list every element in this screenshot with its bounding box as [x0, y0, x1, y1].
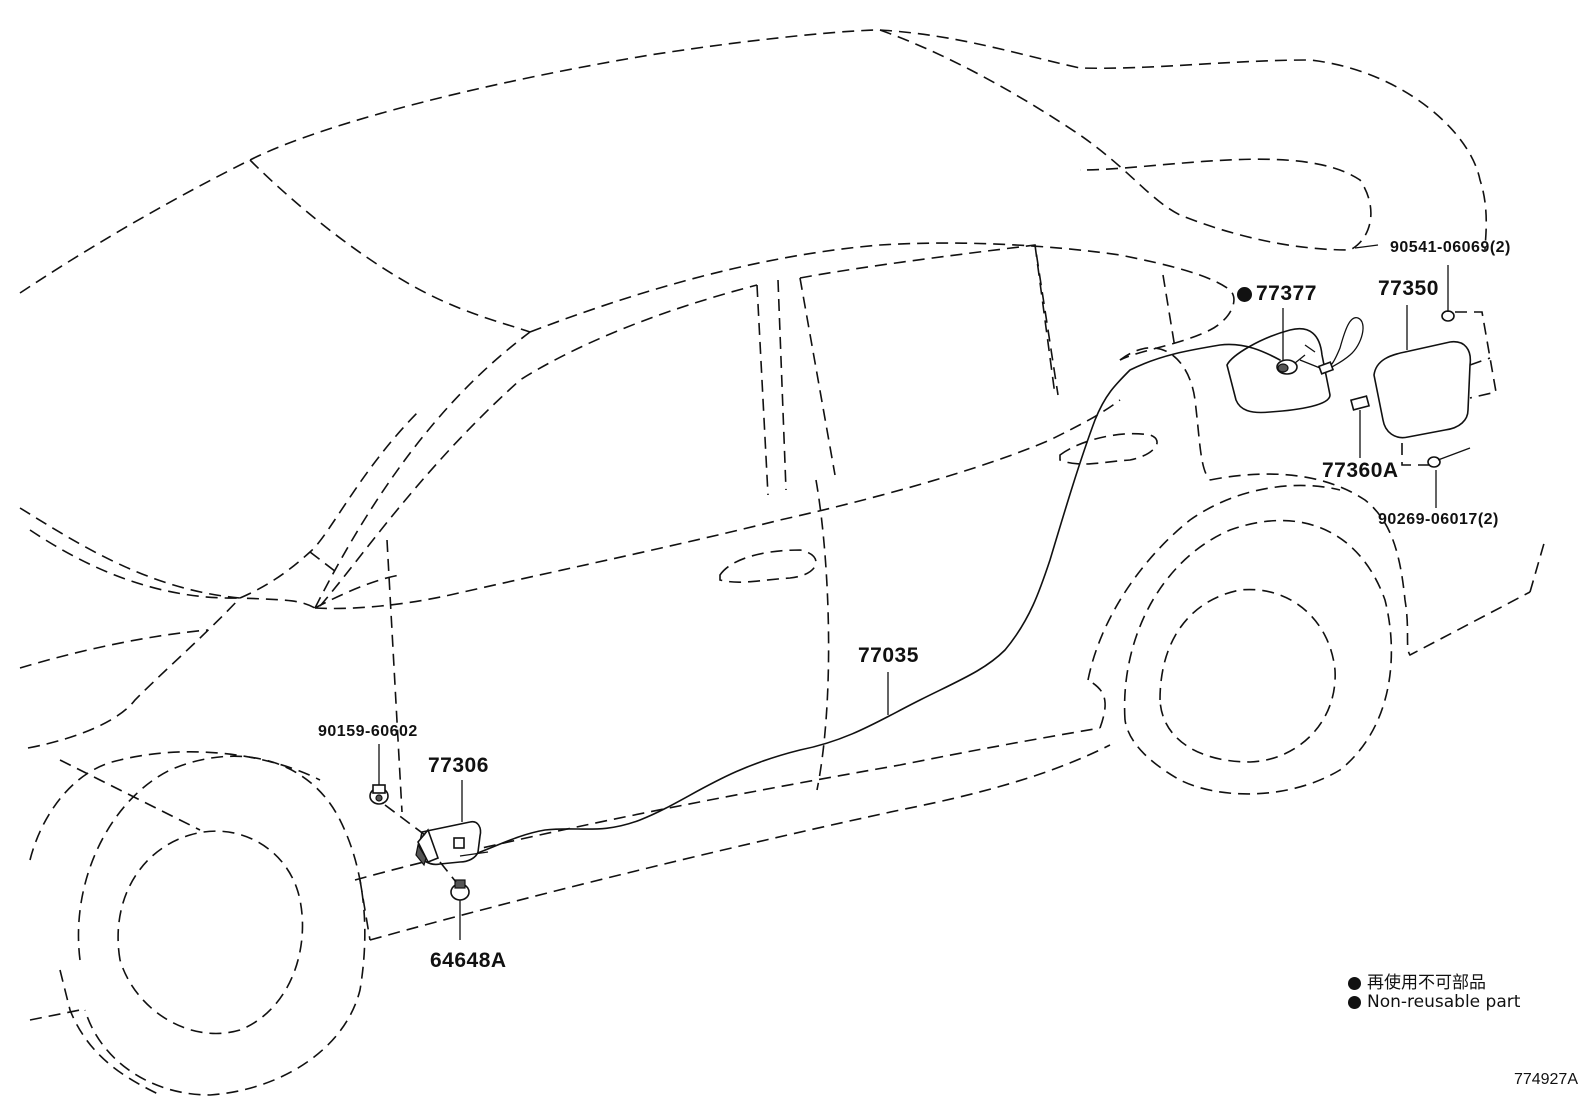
fuel-lid-panel [1373, 340, 1472, 439]
non-reusable-dot-icon [1237, 286, 1252, 302]
rivet-90269 [1427, 447, 1471, 468]
callout-77377: 77377 [1237, 283, 1317, 304]
callout-64648A: 64648A [430, 949, 507, 972]
callout-77306: 77306 [428, 754, 489, 777]
cushion-77360A [1349, 395, 1371, 411]
clip-90541 [1441, 305, 1455, 322]
fuel-lid-opener-cable [457, 317, 1364, 861]
leader-lines [378, 244, 1449, 940]
callout-77350: 77350 [1378, 277, 1439, 300]
fuel-lid-lock-part [1276, 354, 1306, 375]
figure-id: 774927A [1513, 1071, 1578, 1088]
callout-77377-text: 77377 [1256, 282, 1317, 305]
assembly-guides-lever [384, 804, 457, 883]
legend-dot-icon [1348, 976, 1361, 990]
legend-item-ja: 再使用不可部品 [1348, 968, 1486, 993]
legend-dot-icon [1348, 995, 1361, 1009]
fuel-lid-assembly-guides [1401, 311, 1497, 466]
callout-90159-60602: 90159-60602 [318, 723, 418, 740]
vehicle-outline [19, 29, 1546, 1096]
legend-text-en: Non-reusable part [1367, 992, 1521, 1012]
bolt-90159 [369, 784, 389, 805]
opener-lever-77306 [415, 820, 489, 867]
callout-90269-06017: 90269-06017(2) [1378, 511, 1499, 528]
callout-77360A: 77360A [1322, 459, 1399, 482]
fuel-filler-opening [1226, 328, 1331, 414]
callout-77035: 77035 [858, 644, 919, 667]
clip-64648A [450, 879, 470, 901]
callout-90541-06069: 90541-06069(2) [1390, 239, 1511, 256]
legend-item-en: Non-reusable part [1348, 992, 1520, 1012]
legend-text-ja: 再使用不可部品 [1367, 973, 1486, 993]
